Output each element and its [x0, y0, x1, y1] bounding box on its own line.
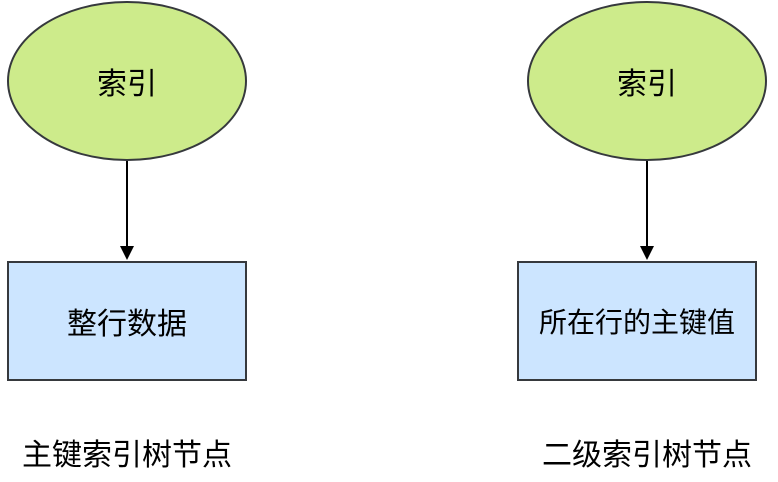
secondary-index-caption: 二级索引树节点 [542, 438, 752, 473]
full-row-data-node: 整行数据 [7, 261, 247, 381]
secondary-index-node: 索引 [527, 1, 767, 161]
primary-key-value-node: 所在行的主键值 [517, 261, 757, 381]
arrowhead-right [640, 246, 654, 260]
arrowhead-left [120, 246, 134, 260]
primary-index-node: 索引 [7, 1, 247, 161]
primary-index-caption: 主键索引树节点 [22, 438, 232, 473]
